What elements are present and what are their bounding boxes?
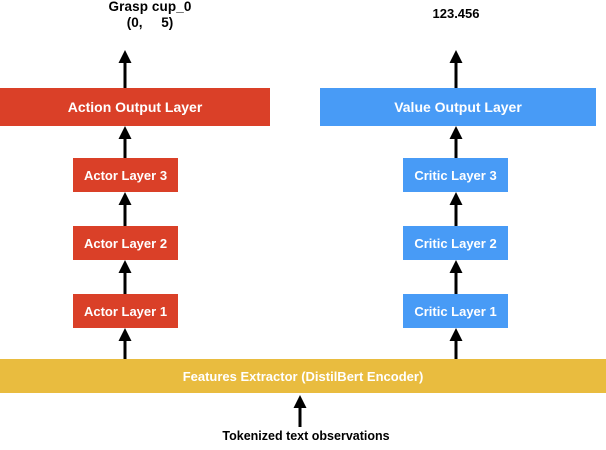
arrow-input-to-features	[293, 395, 307, 427]
arrow-critic1-to-critic2	[449, 260, 463, 295]
arrow-features-to-critic1	[449, 328, 463, 360]
actor-layer-3-box: Actor Layer 3	[73, 158, 178, 192]
input-caption-label: Tokenized text observations	[222, 429, 390, 443]
features-extractor-box: Features Extractor (DistilBert Encoder)	[0, 359, 606, 393]
critic-layer-2-box: Critic Layer 2	[403, 226, 508, 260]
critic-layer-3-box: Critic Layer 3	[403, 158, 508, 192]
arrow-actor2-to-actor3	[118, 192, 132, 227]
actor-layer-1-box: Actor Layer 1	[73, 294, 178, 328]
action-output-value-label: Grasp cup_0	[108, 0, 192, 14]
arrow-actor3-to-action-output	[118, 126, 132, 159]
arrow-critic2-to-critic3	[449, 192, 463, 227]
arrow-value-output-to-label	[449, 50, 463, 88]
arrow-action-output-to-label	[118, 50, 132, 88]
value-output-number-label: 123.456	[432, 6, 480, 21]
value-output-layer-box: Value Output Layer	[320, 88, 596, 126]
action-output-tuple-label: (0, 5)	[126, 15, 174, 30]
actor-layer-2-box: Actor Layer 2	[73, 226, 178, 260]
arrow-critic3-to-value-output	[449, 126, 463, 159]
arrow-features-to-actor1	[118, 328, 132, 360]
arrow-actor1-to-actor2	[118, 260, 132, 295]
critic-layer-1-box: Critic Layer 1	[403, 294, 508, 328]
action-output-layer-box: Action Output Layer	[0, 88, 270, 126]
